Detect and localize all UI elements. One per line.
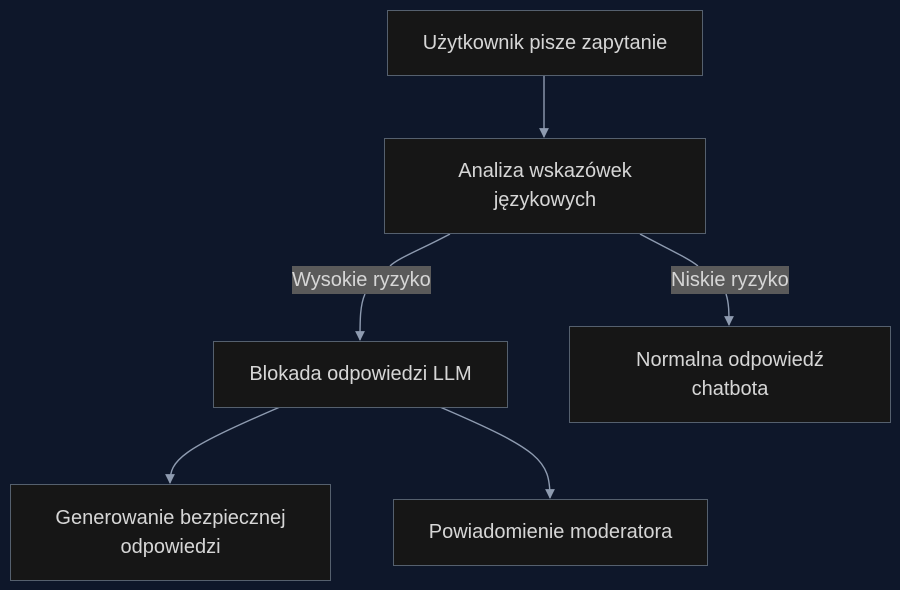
edge-analysis-to-block bbox=[360, 233, 451, 340]
node-moderator-notification: Powiadomienie moderatora bbox=[393, 499, 708, 566]
edge-label-high-risk: Wysokie ryzyko bbox=[292, 266, 431, 294]
node-safe-response-text: Generowanie bezpiecznej odpowiedzi bbox=[55, 506, 286, 558]
node-language-analysis-text: Analiza wskazówek językowych bbox=[458, 160, 632, 211]
edge-block-to-notify bbox=[439, 406, 555, 499]
edge-block-to-safe bbox=[165, 406, 281, 484]
edge-label-low-risk: Niskie ryzyko bbox=[671, 266, 789, 294]
node-normal-response: Normalna odpowiedź chatbota bbox=[569, 326, 891, 423]
node-language-analysis: Analiza wskazówek językowych bbox=[384, 138, 706, 234]
node-llm-block-text: Blokada odpowiedzi LLM bbox=[249, 363, 472, 385]
node-llm-block: Blokada odpowiedzi LLM bbox=[213, 341, 508, 408]
node-moderator-notification-text: Powiadomienie moderatora bbox=[428, 521, 673, 543]
node-safe-response: Generowanie bezpiecznej odpowiedzi bbox=[10, 484, 331, 581]
node-user-query: Użytkownik pisze zapytanie bbox=[387, 10, 703, 76]
node-normal-response-text: Normalna odpowiedź chatbota bbox=[636, 348, 824, 400]
node-user-query-text: Użytkownik pisze zapytanie bbox=[422, 31, 668, 54]
edge-analysis-to-normal bbox=[639, 233, 729, 325]
